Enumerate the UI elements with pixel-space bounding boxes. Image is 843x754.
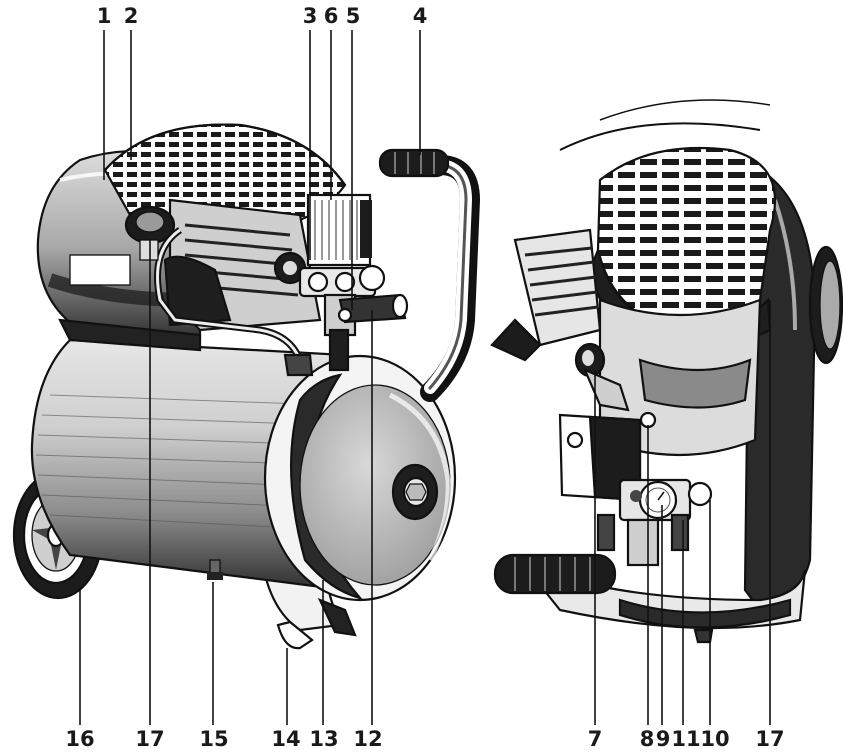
callout-12: 12 [353, 727, 382, 751]
compressor-front-view [12, 123, 481, 650]
callout-13: 13 [309, 727, 338, 751]
callout-3: 3 [303, 4, 318, 28]
callout-6: 6 [324, 4, 339, 28]
callout-9: 9 [656, 727, 671, 751]
callout-17-left: 17 [135, 727, 164, 751]
callout-2: 2 [124, 4, 139, 28]
callout-16: 16 [65, 727, 94, 751]
callout-17-right: 17 [755, 727, 784, 751]
callout-7: 7 [588, 727, 603, 751]
air-filter [124, 205, 176, 261]
callout-14: 14 [271, 727, 300, 751]
side-handle-grip [493, 553, 617, 595]
carry-handle [378, 148, 481, 402]
side-wheel [808, 245, 843, 365]
side-cylinder [490, 228, 602, 362]
regulator-block [273, 251, 409, 372]
compressor-side-view [490, 99, 843, 644]
pressure-switch [306, 193, 372, 267]
leader-lines [79, 30, 771, 725]
air-tank [30, 338, 457, 602]
callout-15: 15 [199, 727, 228, 751]
callout-1: 1 [97, 4, 112, 28]
callout-8: 8 [640, 727, 655, 751]
drain-valve [207, 559, 223, 580]
callout-labels: 1 2 3 6 5 4 16 17 15 14 13 12 7 8 9 11 1… [65, 4, 784, 751]
pump-assembly [154, 198, 322, 377]
callout-4: 4 [413, 4, 428, 28]
side-regulator [596, 411, 713, 567]
callout-5: 5 [346, 4, 361, 28]
callout-11: 11 [671, 727, 700, 751]
callout-10: 10 [700, 727, 729, 751]
